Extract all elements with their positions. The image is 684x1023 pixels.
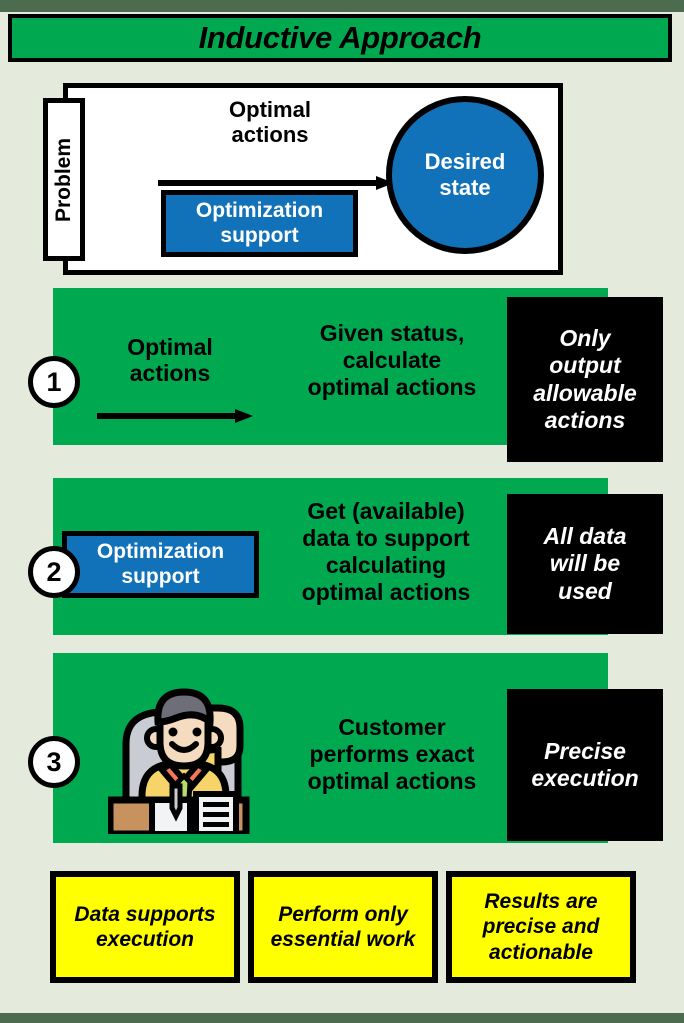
step3-description-line3: optimal actions — [307, 768, 477, 795]
step3-callout-line1: Precise — [544, 737, 626, 764]
outcome-2-line1: Perform only — [278, 902, 408, 926]
step1-description-line3: optimal actions — [307, 374, 477, 401]
step-number-1: 1 — [28, 356, 80, 408]
optimization-support-line1: Optimization — [195, 199, 324, 223]
desired-state-ellipse: Desired state — [386, 96, 544, 254]
bottom-frame-strip — [0, 1013, 684, 1023]
step1-callout-line4: actions — [544, 406, 626, 433]
outcome-1-line2: execution — [95, 928, 195, 951]
optimization-support-line1: Optimization — [96, 540, 225, 564]
page-title: Inductive Approach — [198, 20, 482, 55]
step3-description-line1: Customer — [338, 714, 446, 740]
step2-description-line2: data to support — [302, 525, 470, 552]
problem-box: Problem — [43, 98, 85, 261]
problem-label: Problem — [52, 137, 75, 222]
flow-arrow-icon — [158, 176, 398, 190]
outcome-3-line1: Results are — [484, 890, 598, 914]
step2-callout: All data will be used — [507, 494, 663, 634]
top-frame-strip — [0, 0, 684, 12]
step1-arrow-icon — [97, 409, 257, 423]
step2-callout-line3: used — [558, 577, 612, 604]
flow-arrow-label-line2: actions — [231, 121, 309, 147]
step3-callout: Precise execution — [507, 689, 663, 841]
outcome-3-line3: actionable — [489, 940, 593, 964]
optimization-support-line2: support — [121, 564, 200, 588]
step1-callout-line1: Only — [559, 325, 611, 352]
outcome-box-2: Perform only essential work — [248, 871, 438, 983]
step2-description-line4: optimal actions — [301, 579, 471, 606]
desired-state-line1: Desired — [424, 148, 506, 174]
step2-callout-line2: will be — [549, 550, 621, 577]
outcome-box-1: Data supports execution — [50, 871, 240, 983]
step2-callout-line1: All data — [543, 523, 627, 550]
optimization-support-line2: support — [220, 223, 299, 247]
outcome-2-line2: essential work — [270, 928, 416, 951]
step-number-3: 3 — [28, 736, 80, 788]
step1-description: Given status, calculate optimal actions — [272, 320, 512, 401]
flow-arrow-label: Optimal actions — [150, 97, 390, 147]
slide-title-bar: Inductive Approach — [8, 14, 672, 62]
step1-callout-line2: output — [549, 352, 621, 379]
step3-description-line2: performs exact — [309, 741, 475, 768]
step3-callout-line2: execution — [531, 765, 639, 791]
step2-description: Get (available) data to support calculat… — [260, 498, 512, 607]
person-at-desk-raising-hand-icon — [106, 682, 258, 838]
arrow-shaft — [158, 180, 380, 186]
flow-arrow-label-line1: Optimal — [229, 97, 311, 122]
optimization-support-box-top: Optimization support — [161, 190, 358, 257]
step1-left-label: Optimal actions — [95, 334, 245, 387]
desired-state-line2: state — [439, 175, 491, 200]
arrow-head — [235, 409, 253, 423]
step1-left-label-line2: actions — [129, 360, 211, 387]
step3-description: Customer performs exact optimal actions — [272, 714, 512, 795]
step1-description-line1: Given status, — [319, 320, 465, 346]
step2-description-line3: calculating — [325, 552, 447, 579]
outcome-1-line1: Data supports — [74, 902, 216, 926]
outcome-box-3: Results are precise and actionable — [446, 871, 636, 983]
step1-callout: Only output allowable actions — [507, 297, 663, 462]
arrow-shaft — [97, 413, 239, 419]
outcome-3-line2: precise and — [482, 915, 600, 939]
step1-callout-line3: allowable — [533, 379, 637, 406]
step1-description-line2: calculate — [342, 347, 442, 374]
step-number-2: 2 — [28, 546, 80, 598]
step1-left-label-line1: Optimal — [127, 334, 213, 360]
optimization-support-box-step2: Optimization support — [62, 531, 259, 598]
step2-description-line1: Get (available) — [307, 498, 465, 524]
